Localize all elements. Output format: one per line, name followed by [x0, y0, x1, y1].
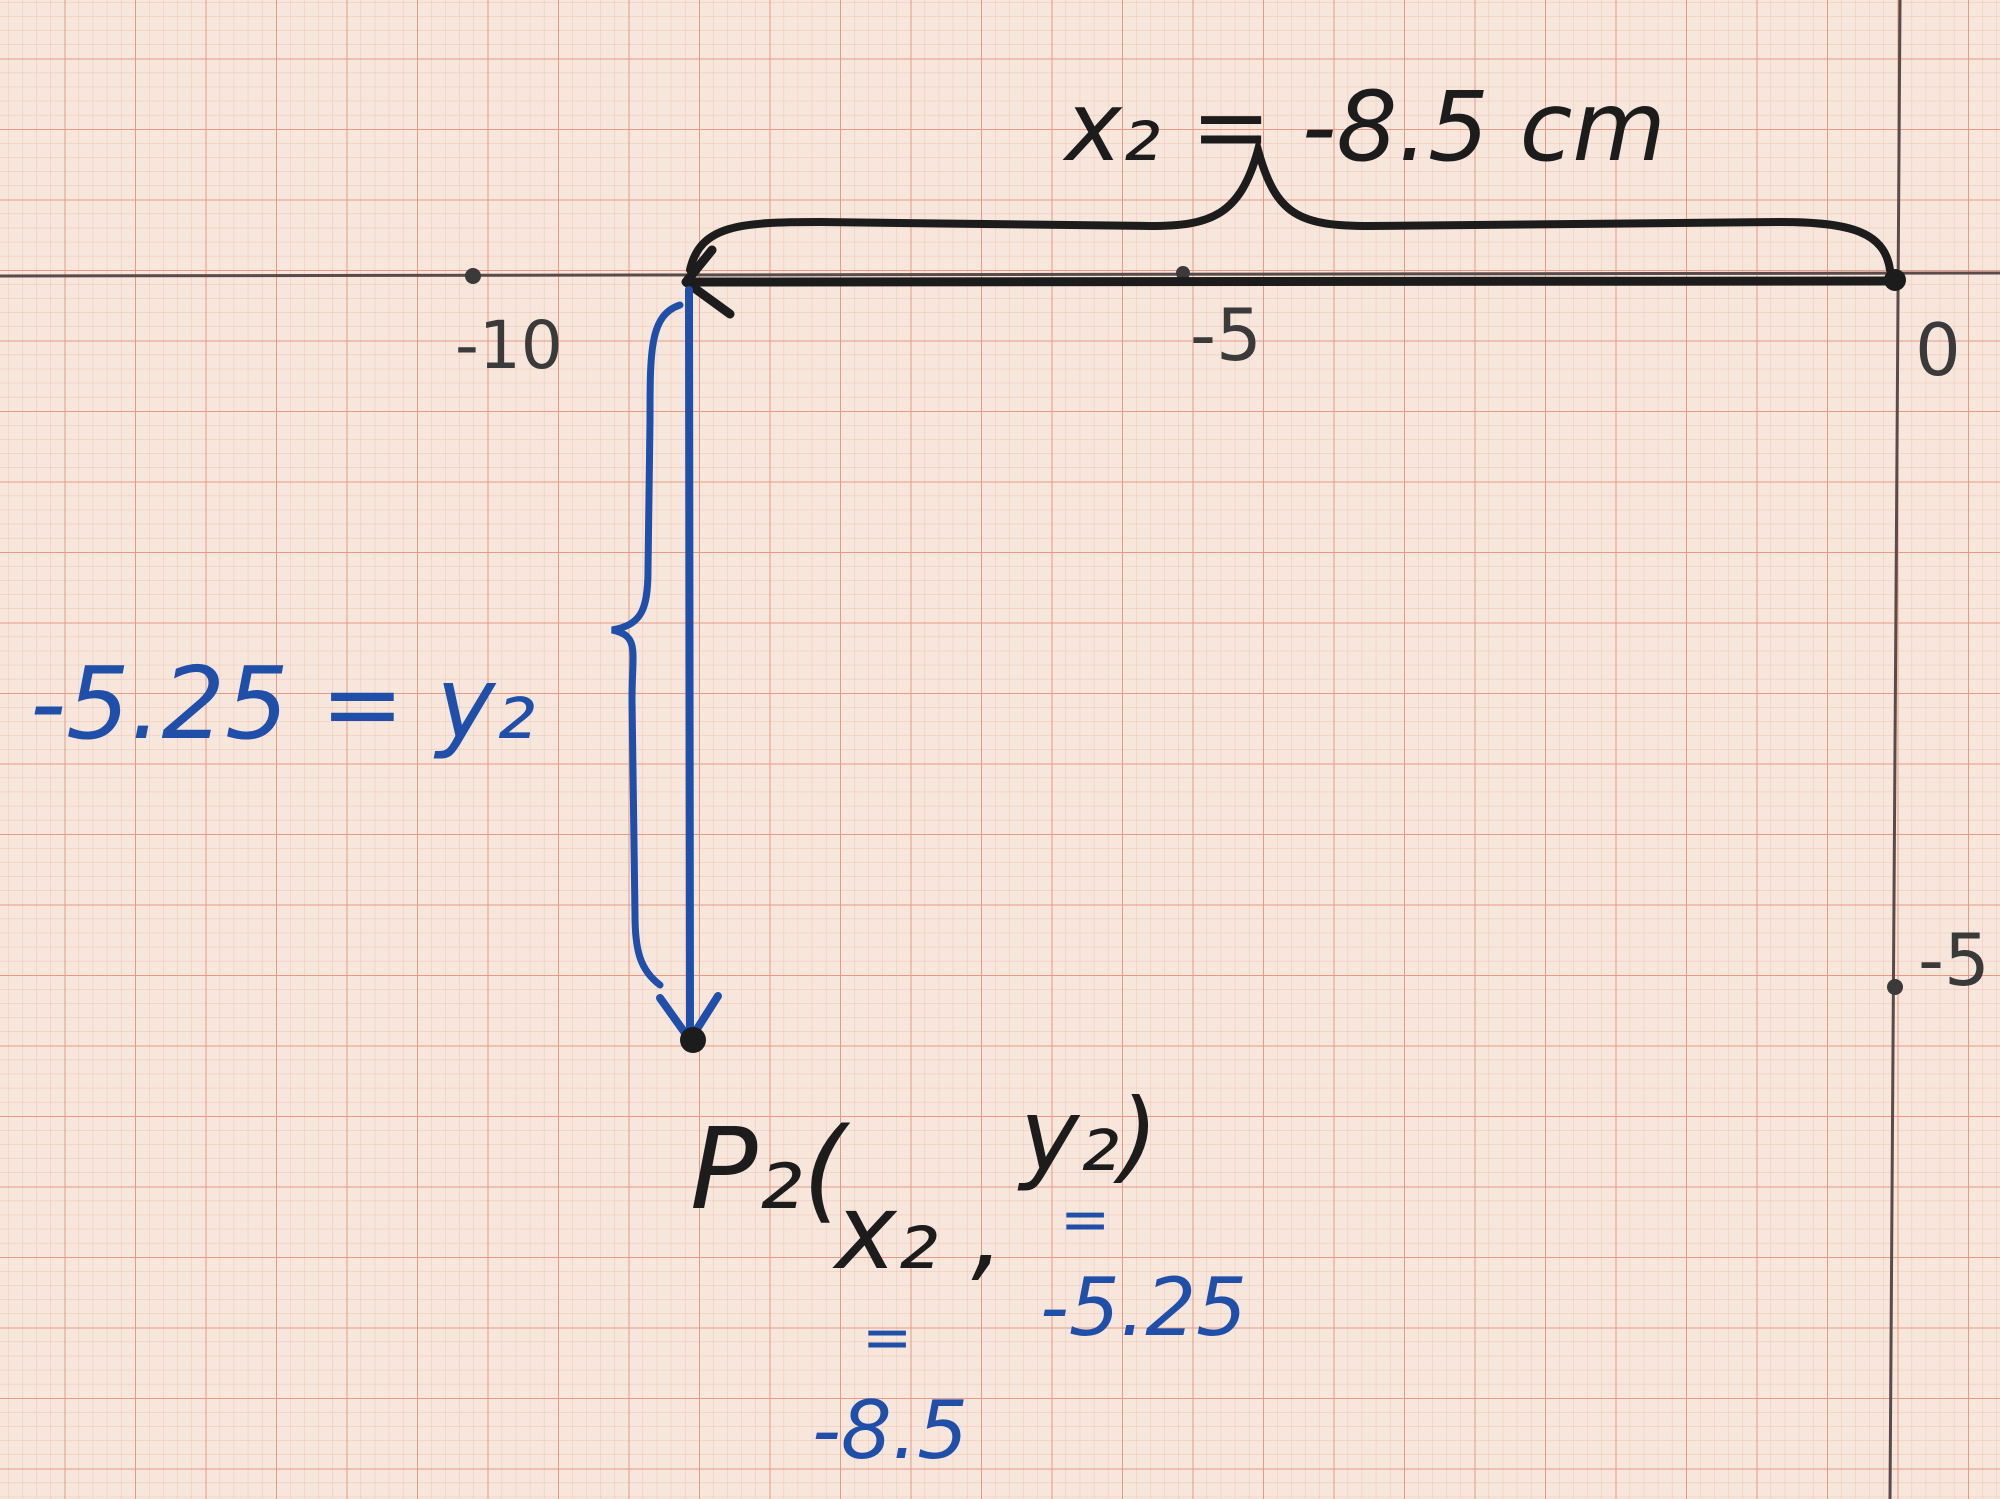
y-brace: [611, 301, 684, 989]
y-equals-sign: =: [1060, 1185, 1110, 1255]
tick-label-x-minus-10: -10: [455, 307, 563, 384]
tick-dot-minus-10: [465, 268, 481, 284]
x-equals-sign: =: [862, 1303, 912, 1373]
tick-label-y-minus-5: -5: [1918, 918, 1990, 1002]
tick-label-x-minus-5: -5: [1190, 293, 1262, 377]
point-p2: [680, 1027, 706, 1053]
y2-label: -5.25 = y₂: [30, 645, 535, 762]
tick-dot-minus-5: [1176, 266, 1190, 280]
x-brace: [686, 134, 1894, 274]
point-x-symbol: x₂ ,: [832, 1171, 1004, 1293]
x-displacement-line: [683, 276, 1900, 287]
x-arrowhead: [681, 245, 735, 319]
x-axis: [0, 271, 2000, 278]
tick-dot-y-minus-5: [1887, 979, 1903, 995]
y-value: -5.25: [1040, 1261, 1247, 1354]
x2-label: x₂ = -8.5 cm: [1062, 71, 1666, 183]
origin-dot: [1884, 269, 1906, 291]
y-axis: [1888, 0, 1902, 1499]
point-name: P₂(: [690, 1105, 850, 1235]
tick-label-origin: 0: [1915, 308, 1961, 392]
x-value: -8.5: [812, 1384, 968, 1477]
point-y-symbol: y₂): [1017, 1077, 1158, 1194]
y-displacement-line: [685, 286, 694, 1034]
